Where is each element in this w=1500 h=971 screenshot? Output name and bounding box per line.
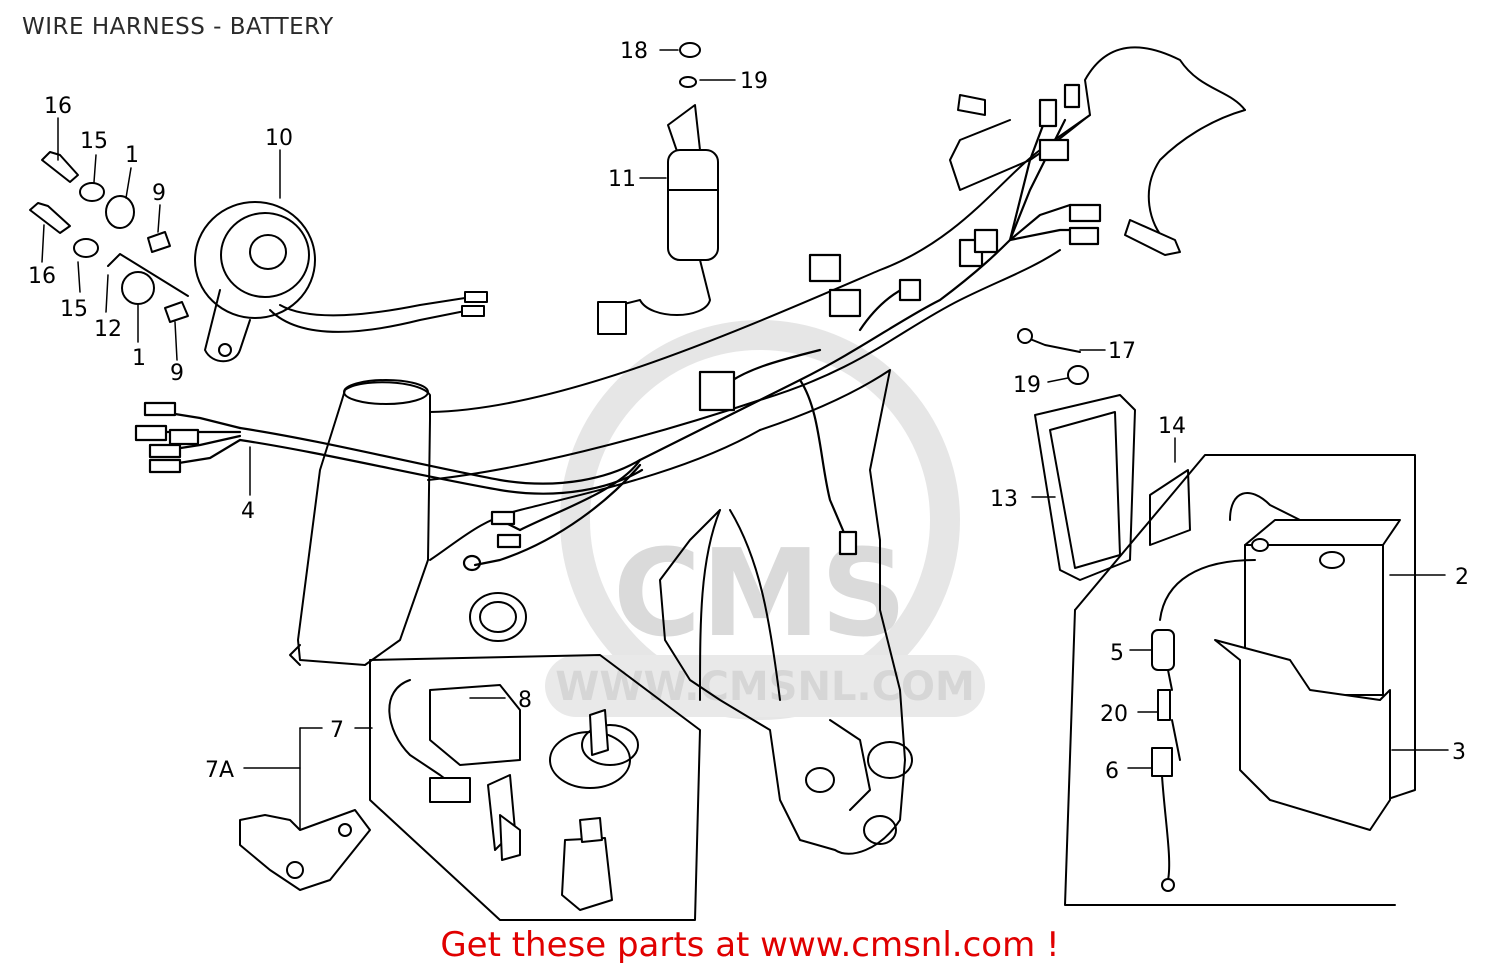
battery-group (1017, 328, 1416, 906)
callout-19-top: 19 (740, 69, 768, 94)
callout-17: 17 (1108, 339, 1136, 364)
horn-mount-hardware (29, 151, 189, 323)
callout-4: 4 (241, 499, 255, 524)
callout-7: 7 (330, 718, 344, 743)
callout-16-top: 16 (44, 94, 72, 119)
callout-19-right: 19 (1013, 373, 1041, 398)
wire-harness (134, 83, 1102, 572)
callout-8: 8 (518, 688, 532, 713)
callout-12: 12 (94, 317, 122, 342)
callout-9-top: 9 (152, 181, 166, 206)
leader-lines (41, 49, 1449, 831)
callout-18: 18 (620, 39, 648, 64)
callout-labels: 16 15 1 9 16 15 12 1 9 10 18 19 11 17 19… (28, 39, 1469, 784)
footer-cta-link[interactable]: Get these parts at www.cmsnl.com ! (440, 925, 1060, 965)
callout-15-bottom: 15 (60, 297, 88, 322)
page-title: WIRE HARNESS - BATTERY (22, 14, 334, 40)
callout-6: 6 (1105, 759, 1119, 784)
ignition-coil (597, 42, 719, 335)
ignition-switch-group (239, 654, 701, 921)
callout-10: 10 (265, 126, 293, 151)
callout-15-top: 15 (80, 129, 108, 154)
callout-3: 3 (1452, 740, 1466, 765)
callout-13: 13 (990, 487, 1018, 512)
callout-14: 14 (1158, 414, 1186, 439)
callout-1-top: 1 (125, 143, 139, 168)
callout-1-bottom: 1 (132, 346, 146, 371)
callout-16-bottom: 16 (28, 264, 56, 289)
callout-11: 11 (608, 167, 636, 192)
callout-9-bottom: 9 (170, 361, 184, 386)
callout-20: 20 (1100, 702, 1128, 727)
callout-2: 2 (1455, 565, 1469, 590)
callout-5: 5 (1110, 641, 1124, 666)
callout-7a: 7A (205, 758, 234, 783)
horn-assembly (194, 201, 488, 363)
frame-body (289, 46, 1246, 855)
